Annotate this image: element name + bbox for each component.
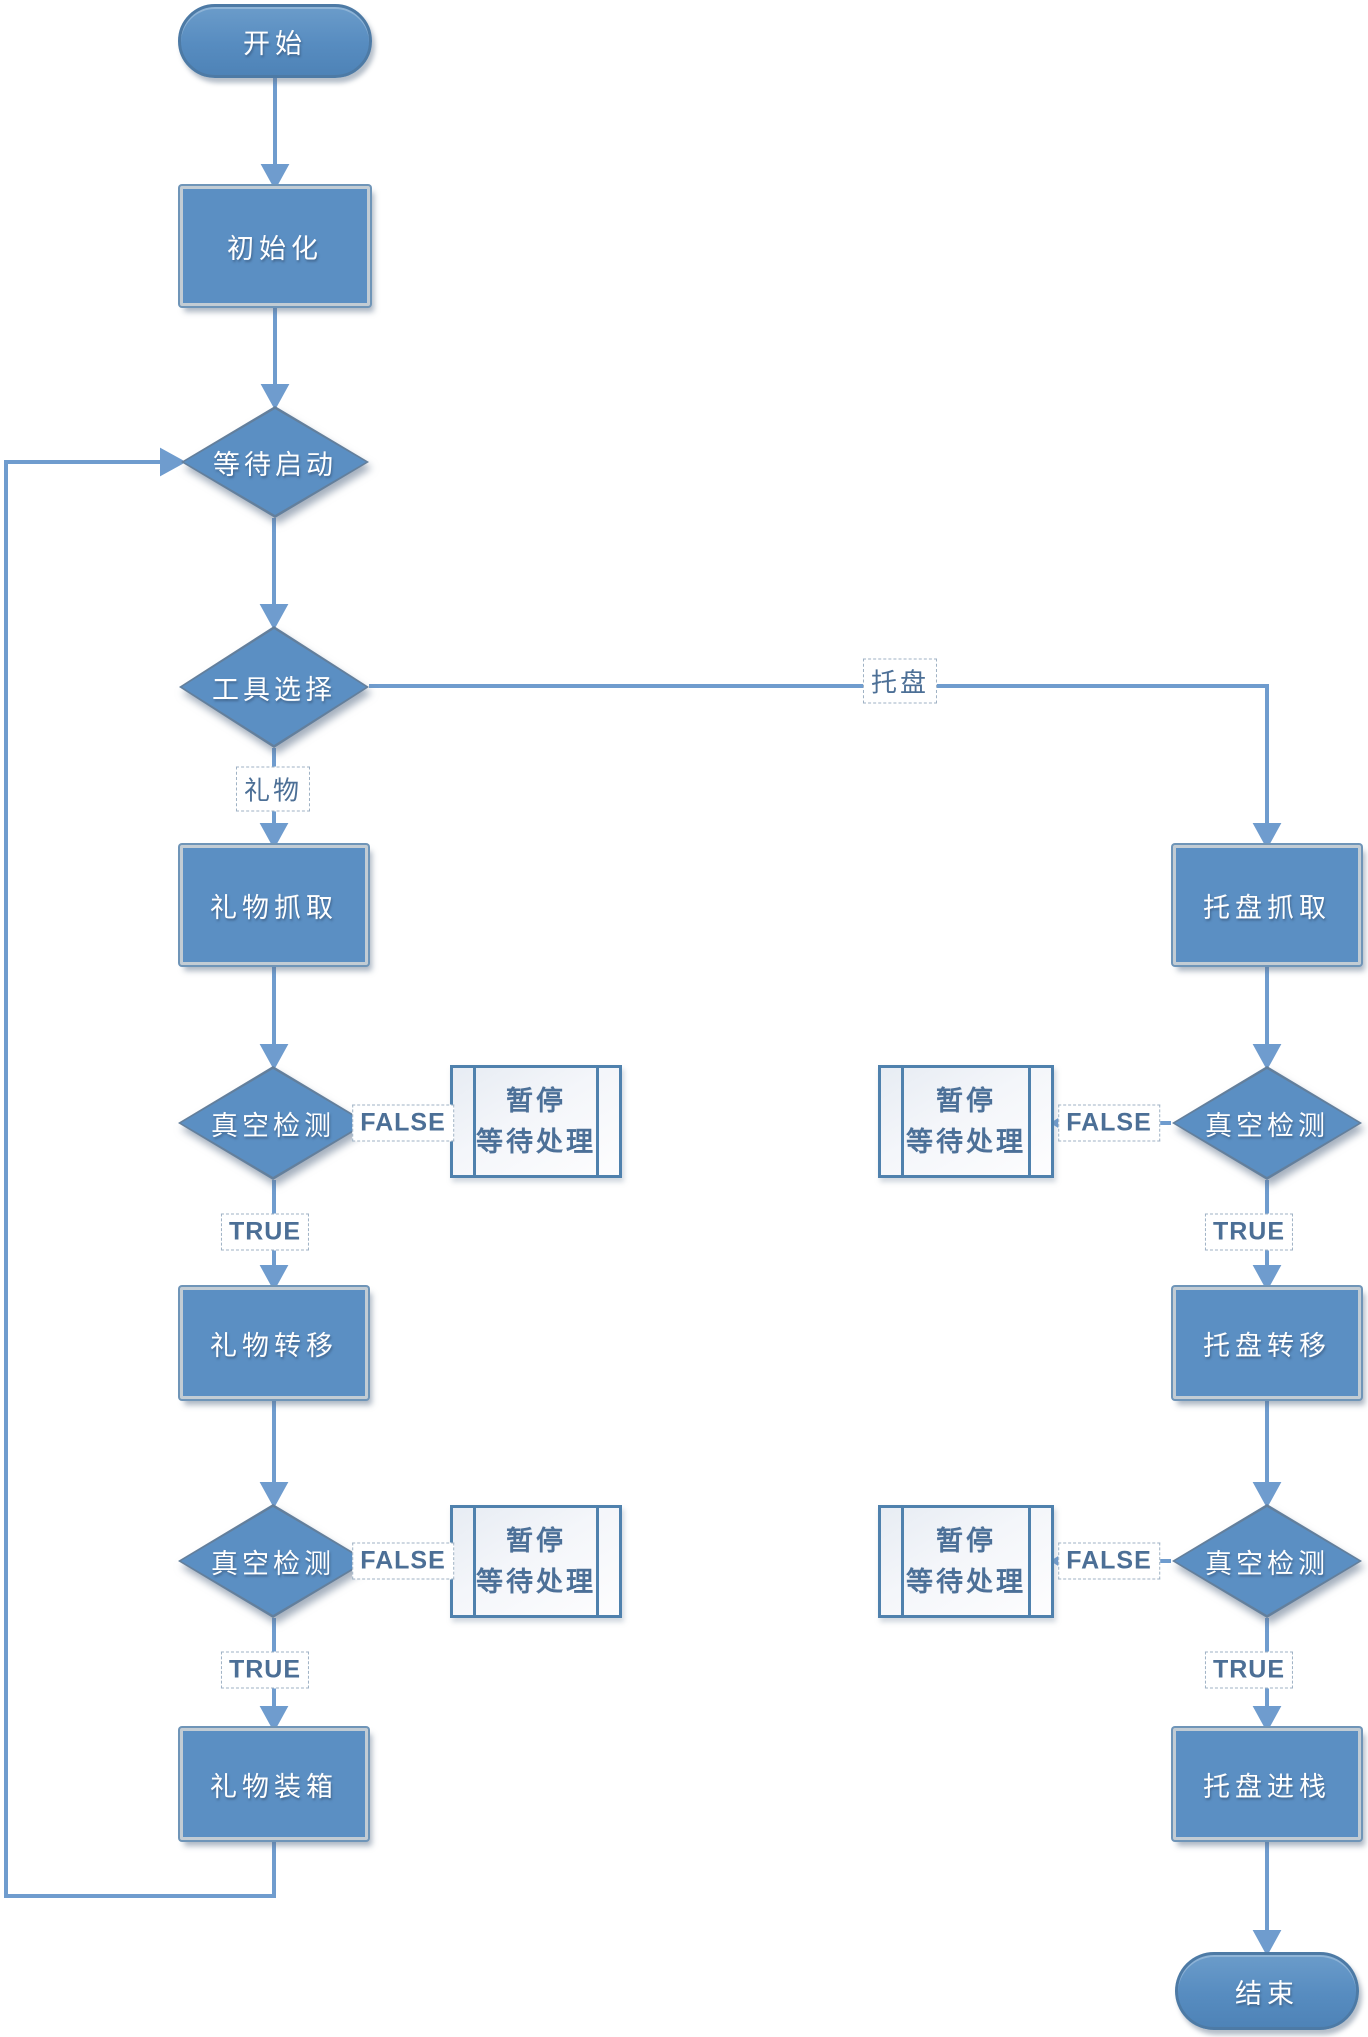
label-false-tray-2: FALSE	[1058, 1542, 1160, 1580]
node-end: 结束	[1175, 1952, 1359, 2030]
node-vacuum-check-gift-2: 真空检测	[178, 1504, 368, 1618]
node-tray-transfer-label: 托盘转移	[1203, 1330, 1331, 1361]
edge-label-gift: 礼物	[235, 766, 311, 812]
label-true-tray-2: TRUE	[1204, 1651, 1294, 1689]
edge-gift-pack-loop-to-wait	[4, 447, 276, 1898]
label-true-tray-1: TRUE	[1204, 1213, 1294, 1251]
node-vacuum-check-label: 真空检测	[211, 1110, 335, 1141]
edge-start-init	[260, 78, 290, 191]
pause-text: 暂停 等待处理	[881, 1508, 1051, 1615]
pause-side-bars	[473, 1068, 599, 1175]
node-tray-pick-label: 托盘抓取	[1203, 892, 1331, 923]
node-wait-start-label: 等待启动	[213, 449, 337, 480]
node-pause-tray-2: 暂停 等待处理	[878, 1505, 1054, 1618]
node-init: 初始化	[180, 186, 370, 306]
pause-text: 暂停 等待处理	[453, 1068, 619, 1175]
node-gift-transfer: 礼物转移	[180, 1287, 368, 1399]
node-vacuum-check-label: 真空检测	[1205, 1110, 1329, 1141]
node-tray-stack: 托盘进栈	[1173, 1728, 1361, 1840]
label-false-tray-1: FALSE	[1058, 1104, 1160, 1142]
pause-line2: 等待处理	[906, 1126, 1026, 1157]
edge-gift-transfer-vacuum2	[259, 1399, 289, 1509]
pause-side-bars	[901, 1068, 1031, 1175]
pause-text: 暂停 等待处理	[453, 1508, 619, 1615]
node-pause-tray-1: 暂停 等待处理	[878, 1065, 1054, 1178]
node-start: 开始	[178, 4, 372, 78]
node-vacuum-check-gift-1: 真空检测	[178, 1066, 368, 1180]
pause-line1: 暂停	[936, 1086, 996, 1116]
node-end-label: 结束	[1235, 1978, 1299, 2009]
label-true-gift-2: TRUE	[220, 1651, 310, 1689]
pause-line1: 暂停	[506, 1086, 566, 1116]
node-vacuum-check-label: 真空检测	[211, 1548, 335, 1579]
edge-wait-tool	[259, 518, 289, 631]
node-gift-transfer-label: 礼物转移	[210, 1330, 338, 1361]
node-tray-transfer: 托盘转移	[1173, 1287, 1361, 1399]
edge-init-wait	[260, 306, 290, 411]
edge-gift-pick-vacuum1	[259, 965, 289, 1071]
pause-line2: 等待处理	[906, 1566, 1026, 1597]
pause-line1: 暂停	[506, 1526, 566, 1556]
node-tray-pick: 托盘抓取	[1173, 845, 1361, 965]
edge-tray-stack-end	[1252, 1840, 1282, 1957]
node-init-label: 初始化	[227, 233, 323, 264]
label-false-gift-2: FALSE	[352, 1542, 454, 1580]
edge-tool-tray-pick	[369, 684, 1282, 850]
node-gift-pack: 礼物装箱	[180, 1728, 368, 1840]
pause-line2: 等待处理	[476, 1126, 596, 1157]
edge-tray-pick-vacuum1	[1252, 965, 1282, 1071]
label-true-gift-1: TRUE	[220, 1213, 310, 1251]
node-pause-gift-2: 暂停 等待处理	[450, 1505, 622, 1618]
node-vacuum-check-tray-2: 真空检测	[1172, 1504, 1362, 1618]
node-tool-select: 工具选择	[179, 626, 369, 748]
pause-line1: 暂停	[936, 1526, 996, 1556]
label-false-gift-1: FALSE	[352, 1104, 454, 1142]
node-tool-select-label: 工具选择	[212, 674, 336, 705]
node-vacuum-check-label: 真空检测	[1205, 1548, 1329, 1579]
node-tray-stack-label: 托盘进栈	[1203, 1771, 1331, 1802]
pause-side-bars	[473, 1508, 599, 1615]
pause-line2: 等待处理	[476, 1566, 596, 1597]
node-gift-pack-label: 礼物装箱	[210, 1771, 338, 1802]
node-gift-pick: 礼物抓取	[180, 845, 368, 965]
node-start-label: 开始	[243, 28, 307, 59]
node-pause-gift-1: 暂停 等待处理	[450, 1065, 622, 1178]
node-vacuum-check-tray-1: 真空检测	[1172, 1066, 1362, 1180]
node-gift-pick-label: 礼物抓取	[210, 892, 338, 923]
edge-label-tray: 托盘	[862, 658, 938, 704]
pause-side-bars	[901, 1508, 1031, 1615]
pause-text: 暂停 等待处理	[881, 1068, 1051, 1175]
edge-tray-transfer-vacuum2	[1252, 1399, 1282, 1509]
node-wait-start: 等待启动	[181, 406, 369, 518]
